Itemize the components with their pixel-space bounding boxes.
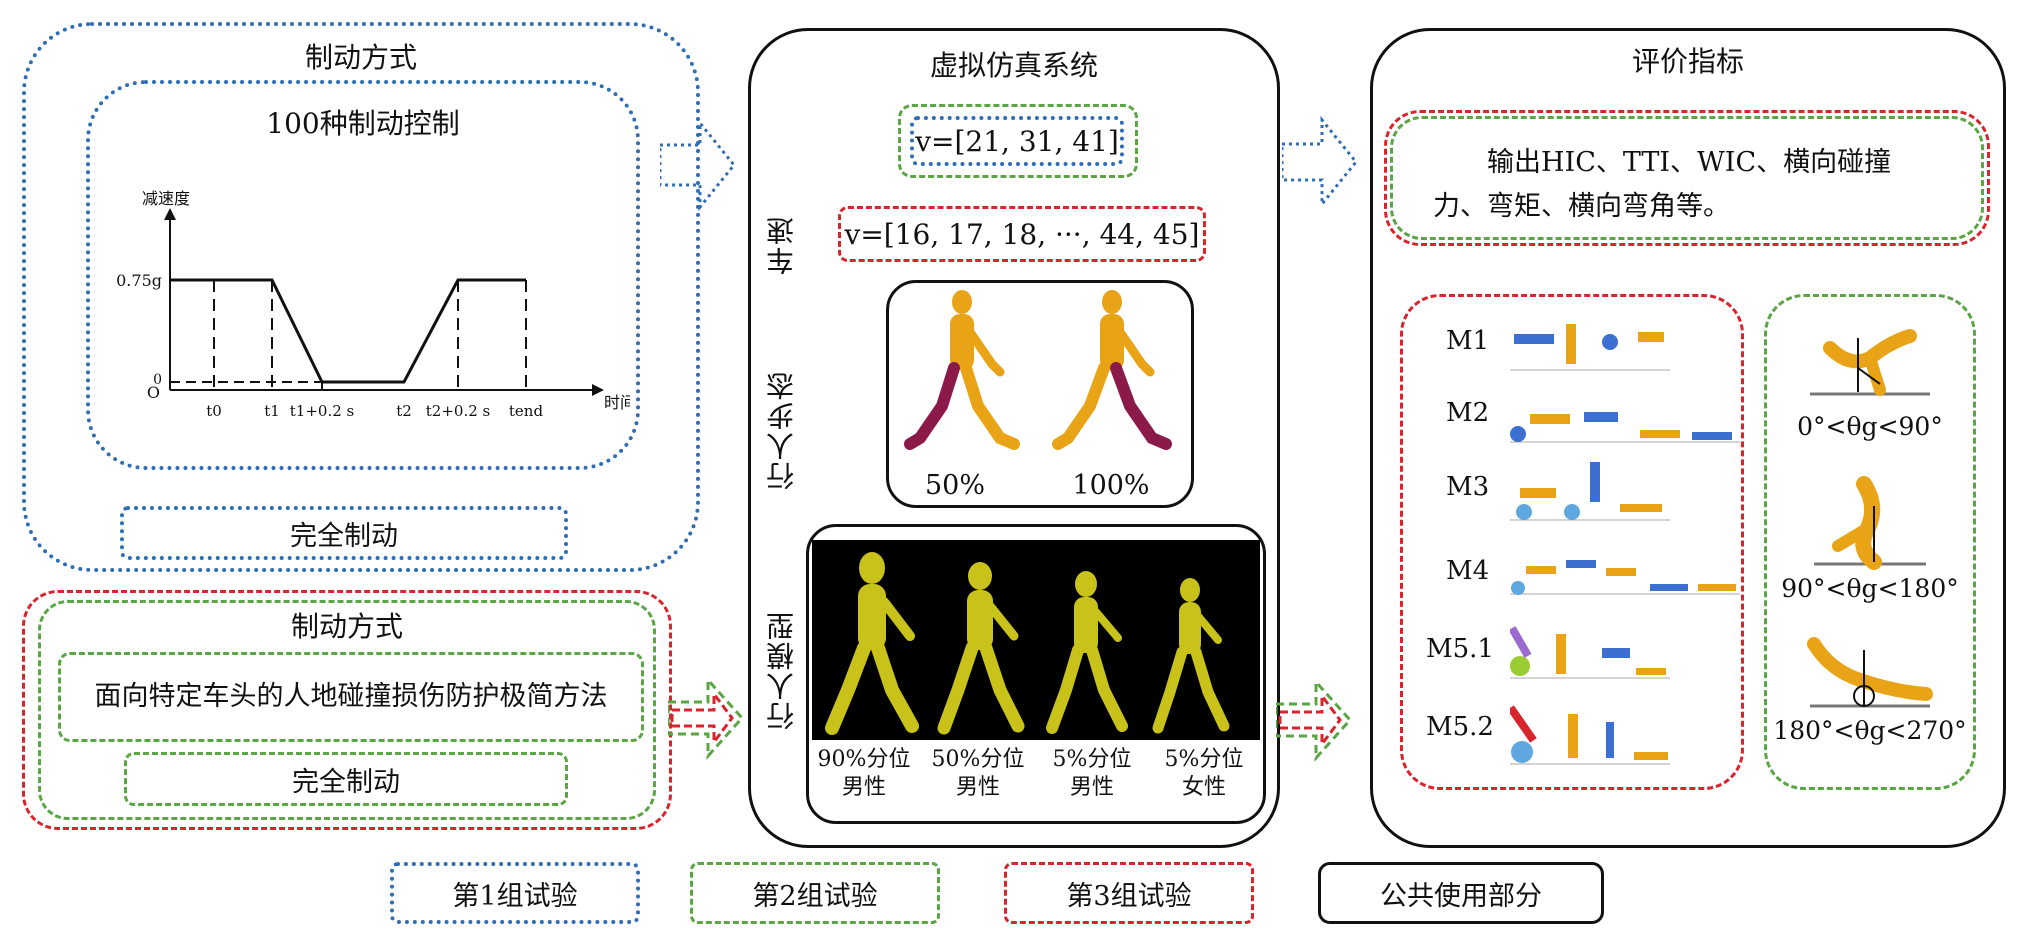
method-box: 面向特定车头的人地碰撞损伤防护极简方法	[58, 652, 644, 742]
m52-frames	[1510, 705, 1670, 765]
output-inner-box: 输出HIC、TTI、WIC、横向碰撞力、弯矩、横向弯角等。	[1390, 116, 1984, 240]
m4-frames	[1510, 560, 1740, 595]
arrow-group1-to-system	[660, 118, 736, 212]
arrow-group2-to-system	[668, 676, 745, 760]
x-tick-5: tend	[509, 402, 544, 420]
model-caption-4-line2: 女性	[1181, 775, 1226, 800]
legend-common: 公共使用部分	[1318, 862, 1604, 924]
group2-left-panel	[38, 600, 656, 820]
mode-label-m4: M4	[1446, 556, 1490, 586]
model-caption-3: 5%分位 男性	[1036, 744, 1148, 804]
group1-title: 制动方式	[304, 41, 417, 74]
gait-value-50: 50%	[924, 469, 985, 501]
model-caption-2: 50%分位 男性	[922, 744, 1034, 804]
brake-control-title: 100种制动控制	[266, 107, 460, 140]
mode-illustrations	[1510, 324, 1740, 765]
simulation-system-panel	[748, 28, 1280, 848]
model-figure-90	[825, 552, 919, 735]
brake-control-panel	[86, 80, 640, 470]
legend-group1: 第1组试验	[390, 862, 640, 924]
model-panel	[806, 524, 1266, 824]
angle-figure-2	[1814, 476, 1926, 570]
model-caption-2-line1: 50%分位	[931, 747, 1025, 772]
braking-profile-line	[170, 278, 526, 384]
origin-label: O	[147, 383, 160, 402]
model-caption-1-line1: 90%分位	[817, 747, 911, 772]
model-caption-3-line2: 男性	[1069, 775, 1114, 800]
gait-panel	[886, 280, 1194, 508]
model-label: 行人模型	[765, 610, 798, 730]
speed-set-box-1: v=[21, 31, 41]	[910, 116, 1124, 166]
m1-frames	[1510, 324, 1670, 371]
y-axis-arrow	[164, 208, 176, 220]
angle-figure-1	[1810, 329, 1930, 396]
mode-list: M1 M2 M3 M4 M5.1 M5.2	[1410, 312, 1740, 782]
x-tick-0: t0	[206, 402, 222, 420]
full-brake-box-1: 完全制动	[120, 506, 568, 560]
model-caption-4: 5%分位 女性	[1148, 744, 1260, 804]
output-outer-box	[1384, 110, 1990, 246]
gait-label: 行人步态	[765, 370, 798, 490]
simulation-title: 虚拟仿真系统	[929, 49, 1098, 82]
speed-set-2-text: v=[16, 17, 18, ···, 44, 45]	[844, 217, 1200, 251]
x-tick-1: t1	[264, 402, 280, 420]
model-caption-1-line2: 男性	[841, 775, 886, 800]
mode-label-m2: M2	[1446, 398, 1490, 428]
group1-panel	[22, 22, 700, 572]
angle-panel	[1764, 294, 1976, 790]
mode-label-m1: M1	[1446, 326, 1490, 356]
speed-set-green-outer	[898, 104, 1138, 178]
x-axis-arrow	[592, 384, 604, 396]
metrics-title: 评价指标	[1631, 45, 1744, 78]
y-tick-zero: 0	[153, 372, 162, 388]
speed-set-box-2: v=[16, 17, 18, ···, 44, 45]	[838, 206, 1206, 262]
angle-range-3: 180°<θg<270°	[1773, 715, 1967, 745]
y-axis-label: 减速度	[142, 190, 190, 208]
model-figure-50m	[937, 562, 1025, 735]
group2-title: 制动方式	[290, 610, 403, 643]
x-axis-label: 时间	[604, 393, 630, 412]
gait-value-100: 100%	[1072, 469, 1150, 501]
mode-panel	[1400, 294, 1744, 790]
x-tick-2: t1+0.2 s	[290, 402, 354, 420]
mode-label-m3: M3	[1446, 472, 1490, 502]
arrow-system-to-metrics-2	[1276, 678, 1353, 762]
m51-frames	[1510, 626, 1670, 679]
angle-range-2: 90°<θg<180°	[1781, 573, 1959, 603]
model-caption-3-line1: 5%分位	[1052, 747, 1132, 772]
method-text: 面向特定车头的人地碰撞损伤防护极简方法	[94, 681, 608, 712]
group3-left-panel	[22, 590, 672, 830]
x-tick-4: t2+0.2 s	[426, 402, 490, 420]
arrow-system-to-metrics-1	[1282, 115, 1358, 209]
mode-label-m51: M5.1	[1426, 634, 1494, 664]
x-tick-3: t2	[396, 402, 412, 420]
metrics-panel	[1370, 28, 2006, 848]
speed-set-1-text: v=[21, 31, 41]	[915, 124, 1119, 158]
legend-group2: 第2组试验	[690, 862, 940, 924]
m3-frames	[1510, 462, 1670, 521]
mode-label-m52: M5.2	[1426, 712, 1494, 742]
legend-group3: 第3组试验	[1004, 862, 1254, 924]
angle-range-1: 0°<θg<90°	[1797, 411, 1943, 441]
m2-frames	[1510, 412, 1740, 443]
model-caption-1: 90%分位 男性	[808, 744, 920, 804]
model-figure-5f	[1152, 578, 1230, 734]
y-tick-top: 0.75g	[116, 271, 162, 290]
gait-figure-50	[904, 290, 1020, 450]
gait-figure-100	[1052, 290, 1172, 450]
model-figure-5m	[1046, 571, 1128, 734]
model-caption-4-line1: 5%分位	[1164, 747, 1244, 772]
full-brake-box-2: 完全制动	[124, 752, 568, 806]
model-image	[812, 540, 1260, 740]
output-text: 输出HIC、TTI、WIC、横向碰撞力、弯矩、横向弯角等。	[1433, 147, 1892, 222]
angle-figure-3	[1807, 637, 1933, 708]
speed-label: 车速	[765, 215, 798, 275]
model-caption-2-line2: 男性	[955, 775, 1000, 800]
